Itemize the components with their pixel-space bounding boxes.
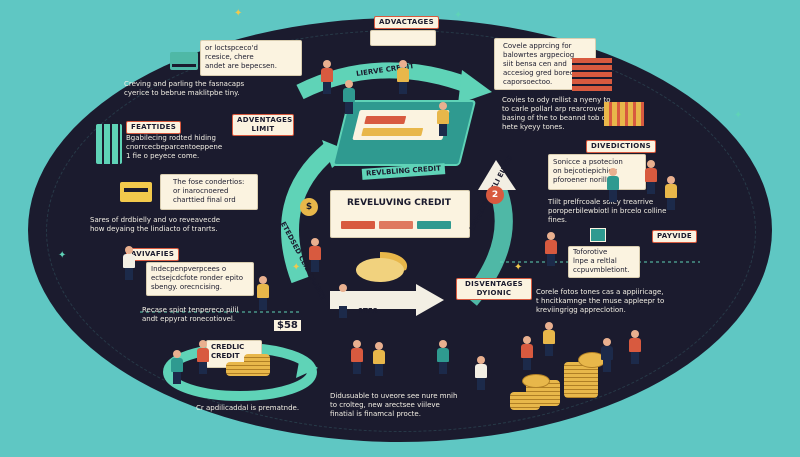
bottom-left-text: Cr apdilicaddal is prematnde. (196, 404, 300, 412)
coin-stack (564, 362, 598, 398)
book-red-line (364, 116, 407, 124)
dollar-badge: $ (300, 198, 318, 216)
features-line-1: Bgabilecing rodted hiding (126, 134, 216, 142)
pie-base (356, 258, 404, 282)
divisions-line-3: pforoener norillng. (553, 176, 618, 184)
sparkle-icon: ✦ (454, 10, 463, 21)
coin-top (522, 374, 550, 388)
divisions-line-1: Sonicce a psotecion (553, 158, 623, 166)
payvide-label: PAYVIDE (652, 230, 698, 243)
credit-card-icon (170, 52, 198, 70)
bottom-center-line-2: to crolteg, new arectsee viileve (330, 401, 440, 409)
credit-loop-title: CREDLIC CREDIT (211, 343, 245, 360)
right-middle-line-3: fines. (548, 216, 568, 224)
left-upper-line-1: Creving and parling the fasnacaps (124, 80, 245, 88)
left-upper-line-2: cyerice to bebrue maklitpbe tiny. (124, 89, 240, 97)
features-line-3: 1 fie o peyece come. (126, 152, 200, 160)
brick-stack-icon (572, 58, 612, 92)
advantages-card (370, 30, 436, 46)
sparkle-icon: ✦ (234, 8, 243, 19)
coin-stack (510, 392, 540, 410)
advantages-limit-label: ADVENTAGES LIMIT (232, 114, 294, 136)
gold-card-stripe (124, 188, 148, 192)
features-label: FEATTIDES (126, 121, 182, 134)
top-left-line-1: or loctspceco'd (205, 44, 258, 52)
divisions-line-2: on bejcotiepichiog (553, 167, 618, 175)
left-middle-line-2: or inarocnoered (173, 187, 229, 195)
left-arc-arrow (281, 143, 336, 284)
left-middle-card: The fose condertios: or inarocnoered cha… (160, 174, 258, 210)
divisions-label: DIVEDICTIONS (586, 140, 656, 153)
right-lower-line-2: t hncitkamnge the muse appleepr to (536, 297, 665, 305)
features-line-2: cnorrcecbeparcentoeppene (126, 143, 223, 151)
title-bar-red (341, 221, 375, 229)
bookshelf-icon (604, 102, 644, 126)
step-number-badge: 2 (486, 186, 504, 204)
advisries-line-3: sbengy. orecncising. (151, 283, 222, 291)
title-bar-teal (417, 221, 451, 229)
payvide-line-3: ccpuvmbletiont. (573, 266, 630, 274)
right-upper-line-1: Covies to ody rellist a nyeny to (502, 96, 611, 104)
top-left-card: or loctspceco'd rcesice, chere andet are… (200, 40, 302, 76)
payvide-line-2: lnpe a reltlal (573, 257, 617, 265)
right-lower-line-3: kreviingrigg appreclotion. (536, 306, 626, 314)
top-right-line-1: Covele apprcing for (503, 42, 572, 50)
top-left-line-2: rcesice, chere (205, 53, 254, 61)
book-gold-line (361, 128, 424, 136)
revolving-credit-title: REVELUVING CREDIT (347, 198, 451, 208)
right-arrowhead (478, 160, 516, 190)
top-right-line-2: balowrtes argpeciog (503, 51, 575, 59)
sparkle-icon: ✦ (734, 110, 743, 121)
keyboard-icon (96, 124, 122, 164)
right-upper-line-2: to carle pollarl arp rearcroverectly (502, 105, 622, 113)
book-page (352, 110, 450, 140)
bottom-center-line-3: finatial is finamcal procte. (330, 410, 421, 418)
left-middle-line-3: charttied final ord (173, 196, 236, 204)
advisries-line-1: Indecpenpverpcees o (151, 265, 227, 273)
title-bar-red-2 (379, 221, 413, 229)
revolving-credit-card: REVELUVING CREDIT (330, 190, 470, 238)
right-upper-line-3: basing of the to beannd tob ohe a (502, 114, 622, 122)
top-left-line-3: andet are bepecsen. (205, 62, 277, 70)
right-middle-line-1: Tlilt prelfrcoale soley trearrive (548, 198, 654, 206)
payvide-line-1: Toforotive (573, 248, 608, 256)
credit-book (331, 100, 477, 166)
advisries-card: Indecpenpverpcees o ectsejcdcfote ronder… (146, 262, 254, 296)
briefcase-icon (590, 228, 606, 242)
left-bottom-line-2: andt eppyrat ronecotiovel. (142, 315, 236, 323)
disadvantages-label: DISVENTAGES DYIONIC (456, 278, 532, 300)
loop-arrowhead (296, 356, 318, 378)
divisions-card: Sonicce a psotecion on bejcotiepichiog p… (548, 154, 646, 190)
gold-card-icon (120, 182, 152, 202)
top-right-line-5: caporsoectoo. (503, 78, 553, 86)
sparkle-icon: ✦ (292, 262, 301, 273)
advisries-line-2: ectsejcdcfote ronder epito (151, 274, 243, 282)
payvide-card: Toforotive lnpe a reltlal ccpuvmbletiont… (568, 246, 640, 278)
left-lower-line-1: Sares of drdbielly and vo reveavecde (90, 216, 221, 224)
sparkle-icon: ✦ (514, 262, 523, 273)
upper-arc-arrow (296, 62, 473, 100)
steps-label: STES (358, 307, 378, 315)
top-right-line-3: siit bensa cen and (503, 60, 567, 68)
upper-arrowhead (458, 70, 492, 104)
bottom-arrowhead (416, 284, 444, 316)
left-bottom-line-1: Recase spiot tenpereco pilil (142, 306, 239, 314)
left-lower-line-2: how deyaing the lindiacto of tranrts. (90, 225, 218, 233)
right-lower-line-1: Corele fotos tones cas a appiiricage, (536, 288, 664, 296)
advantages-label: ADVACTAGES (374, 16, 439, 29)
card-stripe (172, 64, 196, 67)
coin-stack (226, 362, 252, 376)
sparkle-icon: ✦ (58, 250, 67, 261)
right-upper-line-4: hete kyeyy tones. (502, 123, 565, 131)
right-middle-line-2: poroperbilewbiotl in brcelo colline (548, 207, 667, 215)
left-middle-line-1: The fose condertios: (173, 178, 245, 186)
price-tag: $58 (274, 320, 301, 331)
top-right-line-4: accesiog gred bored (503, 69, 575, 77)
bottom-center-line-1: Didusuable to uveore see nure mnih (330, 392, 458, 400)
